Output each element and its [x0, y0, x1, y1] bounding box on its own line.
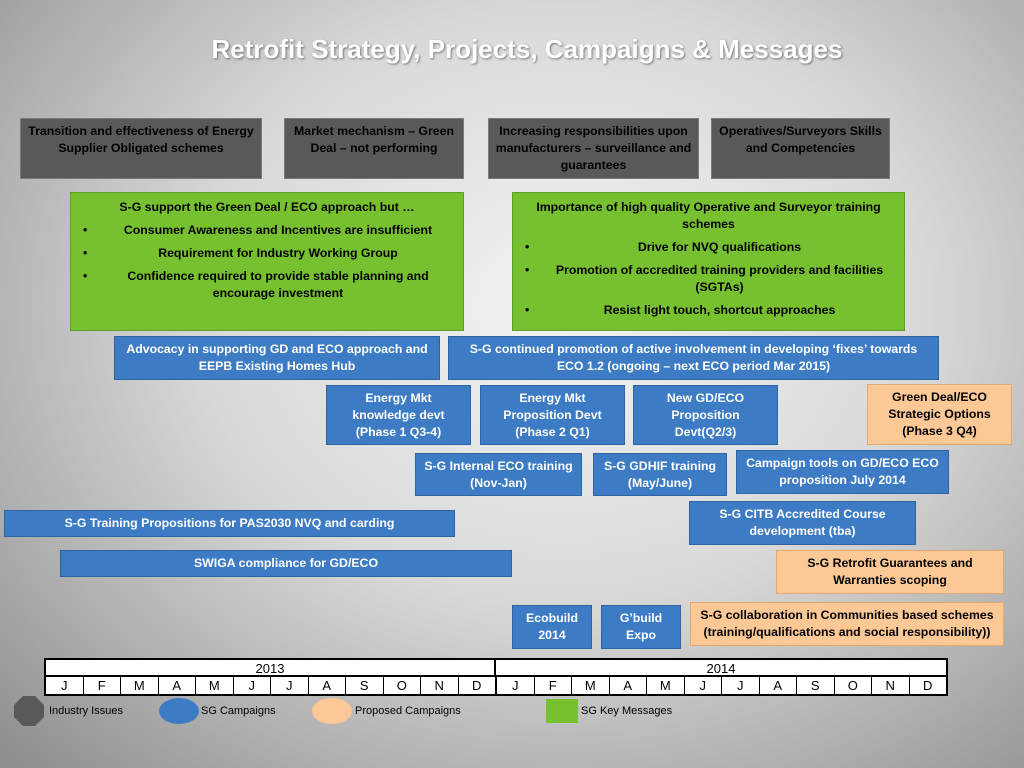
campaign-training-propositions: S-G Training Propositions for PAS2030 NV…	[4, 510, 455, 537]
legend-proposed-campaigns: Proposed Campaigns	[312, 697, 461, 725]
legend-label: SG Campaigns	[201, 705, 276, 717]
timeline-year: 2014	[496, 660, 946, 677]
bullet-icon: •	[83, 223, 88, 237]
campaign-energy-mkt-knowledge: Energy Mkt knowledge devt (Phase 1 Q3-4)	[326, 385, 471, 445]
timeline-month: J	[271, 677, 309, 694]
legend-key-messages: SG Key Messages	[546, 697, 672, 725]
key-message-heading: Importance of high quality Operative and…	[536, 200, 881, 231]
key-message-bullet: • Consumer Awareness and Incentives are i…	[83, 222, 451, 239]
key-message-heading: S-G support the Green Deal / ECO approac…	[119, 200, 415, 214]
campaign-gbuild-expo: G’build Expo	[601, 605, 681, 649]
timeline-month: O	[384, 677, 421, 694]
timeline-month: M	[121, 677, 159, 694]
timeline-month: O	[835, 677, 872, 694]
bullet-icon: •	[525, 303, 530, 317]
campaign-internal-eco-training: S-G Internal ECO training (Nov-Jan)	[415, 453, 582, 496]
bullet-icon: •	[525, 263, 530, 277]
proposed-guarantees-scoping: S-G Retrofit Guarantees and Warranties s…	[776, 550, 1004, 594]
legend-industry-issues: Industry Issues	[14, 696, 123, 726]
timeline-months: J F M A M J J A S O N D J F M A M J J A …	[46, 677, 946, 694]
page-title: Retrofit Strategy, Projects, Campaigns &…	[211, 34, 843, 64]
timeline-month: A	[159, 677, 196, 694]
legend-sg-campaigns: SG Campaigns	[159, 697, 276, 725]
bullet-text: Promotion of accredited training provide…	[555, 263, 884, 294]
timeline-month: D	[459, 677, 497, 694]
proposed-communities-schemes: S-G collaboration in Communities based s…	[690, 602, 1004, 646]
timeline-month: J	[234, 677, 271, 694]
timeline-month: A	[309, 677, 346, 694]
timeline-month: M	[647, 677, 685, 694]
timeline-month: A	[610, 677, 647, 694]
key-message-bullet: • Resist light touch, shortcut approaches	[525, 302, 892, 319]
timeline-month: D	[923, 678, 933, 693]
key-message-bullet: • Requirement for Industry Working Group	[83, 245, 451, 262]
ellipse-icon	[312, 698, 352, 724]
ellipse-icon	[159, 698, 199, 724]
campaign-tools: Campaign tools on GD/ECO ECO proposition…	[736, 450, 949, 494]
bullet-text: Requirement for Industry Working Group	[158, 246, 398, 260]
bullet-text: Consumer Awareness and Incentives are in…	[123, 223, 433, 237]
bullet-icon: •	[83, 246, 88, 260]
octagon-icon	[14, 696, 44, 726]
issue-skills-competencies: Operatives/Surveyors Skills and Competen…	[711, 118, 890, 179]
timeline-month: J	[46, 677, 84, 694]
proposed-strategic-options: Green Deal/ECO Strategic Options (Phase …	[867, 384, 1012, 445]
bullet-text: Drive for NVQ qualifications	[637, 240, 802, 254]
campaign-citb-course: S-G CITB Accredited Course development (…	[689, 501, 916, 545]
timeline: 2013 2014 J F M A M J J A S O N D J F M …	[44, 658, 948, 696]
key-message-green-deal: S-G support the Green Deal / ECO approac…	[70, 192, 464, 331]
timeline-month: S	[797, 677, 835, 694]
key-message-training: Importance of high quality Operative and…	[512, 192, 905, 331]
legend-label: Industry Issues	[49, 705, 123, 717]
timeline-month: S	[346, 677, 384, 694]
issue-manufacturer-responsibilities: Increasing responsibilities upon manufac…	[488, 118, 699, 179]
square-icon	[546, 699, 578, 723]
timeline-month: F	[535, 677, 572, 694]
timeline-month: N	[872, 677, 910, 694]
timeline-month: N	[421, 677, 459, 694]
issue-market-mechanism: Market mechanism – Green Deal – not perf…	[284, 118, 464, 179]
timeline-month: J	[685, 677, 722, 694]
timeline-month: J	[722, 677, 760, 694]
campaign-ecobuild: Ecobuild 2014	[512, 605, 592, 649]
campaign-swiga-compliance: SWIGA compliance for GD/ECO	[60, 550, 512, 577]
bullet-text: Confidence required to provide stable pl…	[127, 269, 429, 300]
timeline-month: A	[760, 677, 797, 694]
campaign-energy-mkt-proposition: Energy Mkt Proposition Devt (Phase 2 Q1)	[480, 385, 625, 445]
campaign-eco-fixes: S-G continued promotion of active involv…	[448, 336, 939, 380]
key-message-bullet: • Drive for NVQ qualifications	[525, 239, 892, 256]
issue-energy-supplier: Transition and effectiveness of Energy S…	[20, 118, 262, 179]
legend-label: SG Key Messages	[581, 705, 673, 717]
timeline-month: M	[572, 677, 610, 694]
timeline-month: J	[497, 677, 535, 694]
timeline-year: 2013	[46, 660, 496, 677]
bullet-icon: •	[525, 240, 530, 254]
timeline-month: M	[196, 677, 234, 694]
bullet-text: Resist light touch, shortcut approaches	[603, 303, 836, 317]
timeline-month: F	[84, 677, 121, 694]
campaign-advocacy: Advocacy in supporting GD and ECO approa…	[114, 336, 440, 380]
campaign-gdhif-training: S-G GDHIF training (May/June)	[593, 453, 727, 496]
bullet-icon: •	[83, 269, 88, 283]
key-message-bullet: • Confidence required to provide stable p…	[83, 268, 451, 302]
campaign-new-gd-eco: New GD/ECO Proposition Devt(Q2/3)	[633, 385, 778, 445]
legend-label: Proposed Campaigns	[355, 705, 461, 717]
key-message-bullet: • Promotion of accredited training provid…	[525, 262, 892, 296]
